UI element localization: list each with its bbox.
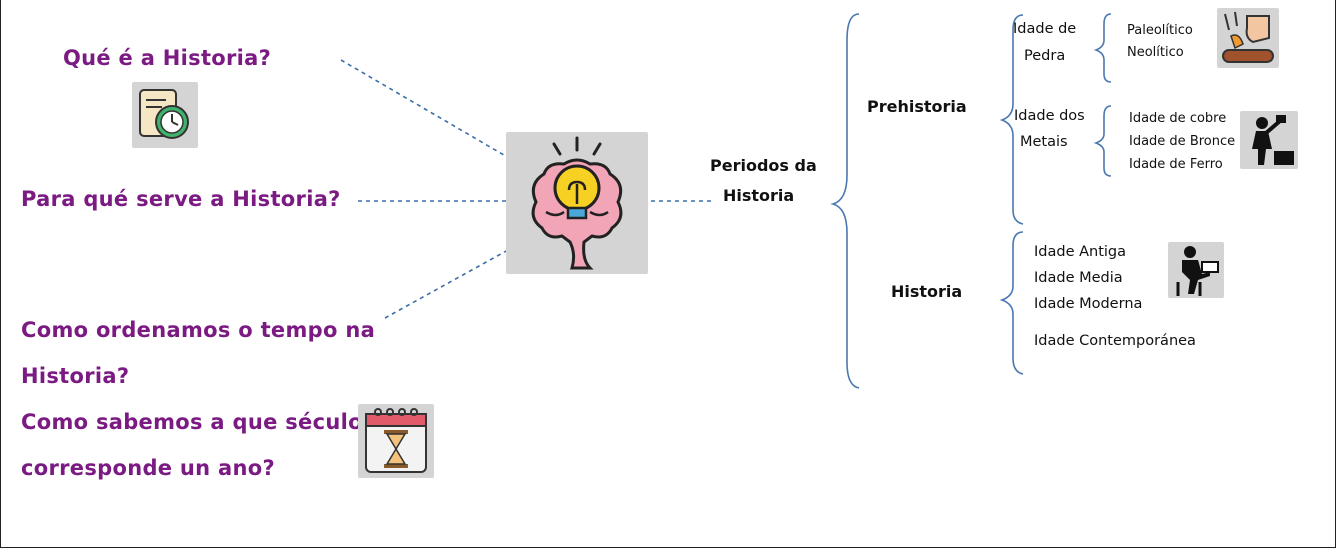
connector-q1	[340, 59, 510, 159]
writing-scholar-icon	[1168, 242, 1224, 298]
pedra-item-paleolitico: Paleolítico	[1127, 23, 1193, 38]
brace-metais	[1093, 105, 1112, 177]
historia-item-moderna: Idade Moderna	[1034, 296, 1143, 312]
connector-q3	[384, 249, 509, 319]
metais-item-ferro: Idade de Ferro	[1129, 157, 1223, 172]
pedra-item-neolitico: Neolítico	[1127, 45, 1184, 60]
center-label-line1: Periodos da	[710, 156, 817, 175]
metais-item-bronce: Idade de Bronce	[1129, 134, 1236, 149]
pedra-label-line1: Idade de	[1013, 21, 1077, 37]
branch-historia-label: Historia	[891, 282, 963, 301]
pedra-label-line2: Pedra	[1024, 48, 1066, 64]
question-order-time-line1: Como ordenamos o tempo na	[21, 318, 376, 342]
blacksmith-icon	[1240, 111, 1298, 169]
question-century-line2: corresponde un ano?	[21, 456, 275, 480]
historia-item-antiga: Idade Antiga	[1034, 244, 1127, 260]
historia-item-media: Idade Media	[1034, 270, 1123, 286]
center-label-line2: Historia	[723, 186, 795, 205]
metais-label-line2: Metais	[1020, 134, 1068, 150]
metais-item-cobre: Idade de cobre	[1129, 111, 1227, 126]
historia-item-contemporanea: Idade Contemporánea	[1034, 333, 1196, 349]
question-order-time-line2: Historia?	[21, 364, 130, 388]
question-century-line1: Como sabemos a que século	[21, 410, 363, 434]
brace-pedra	[1093, 13, 1112, 83]
metais-label-line1: Idade dos	[1014, 108, 1085, 124]
scroll-clock-icon	[132, 82, 198, 148]
brace-historia	[999, 231, 1024, 375]
branch-prehistoria-label: Prehistoria	[867, 97, 967, 116]
brain-lightbulb-icon	[506, 132, 648, 274]
calendar-hourglass-icon	[358, 404, 434, 478]
brace-main	[830, 13, 860, 389]
stone-tools-icon	[1217, 8, 1279, 68]
question-what-is-history: Qué é a Historia?	[63, 46, 272, 70]
brace-prehistoria	[999, 14, 1024, 225]
question-what-for: Para qué serve a Historia?	[21, 187, 341, 211]
